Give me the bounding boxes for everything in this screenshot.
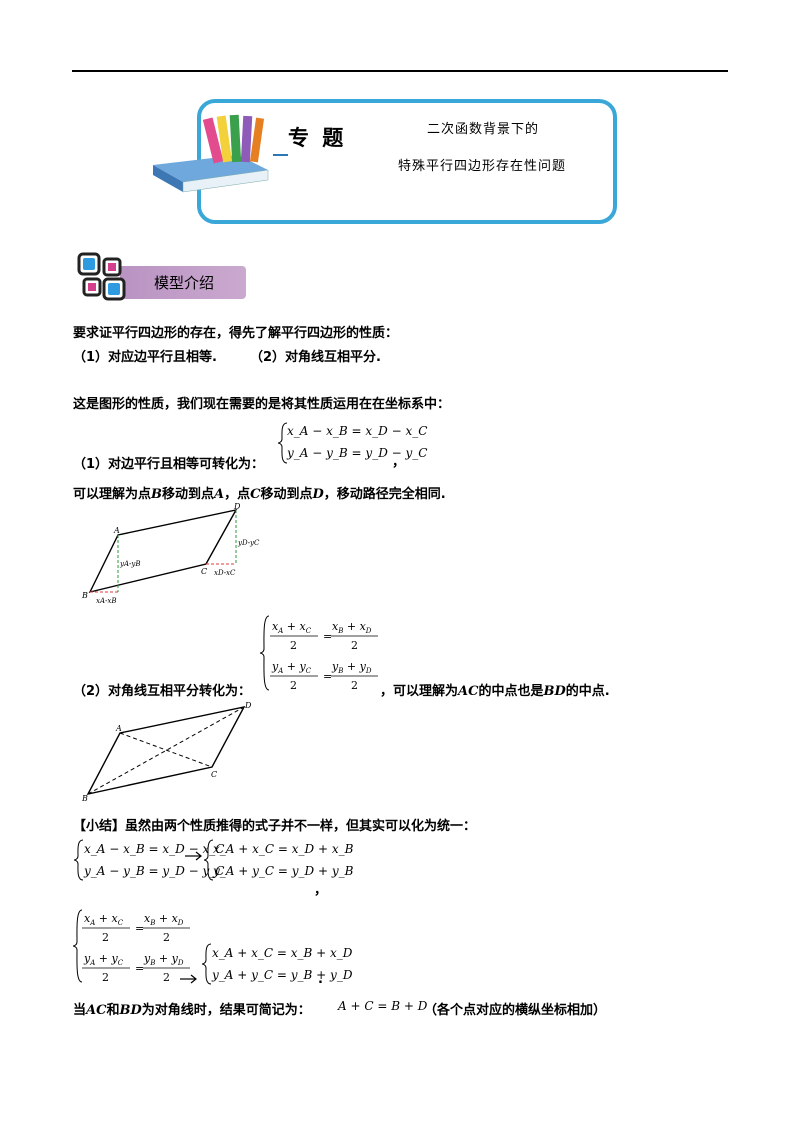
- property-2: （2）对角线互相平分.: [250, 350, 381, 365]
- banner-subtitle-1: 二次函数背景下的: [427, 122, 540, 137]
- svg-text:yB + yD: yB + yD: [143, 952, 184, 967]
- svg-text:2: 2: [351, 679, 358, 692]
- parallelogram-1: [88, 508, 238, 594]
- condition-2-label: （2）对角线互相平分转化为：: [73, 684, 252, 699]
- fig1-label-d: D: [233, 502, 241, 511]
- svg-text:=: =: [323, 630, 332, 643]
- svg-text:2: 2: [290, 639, 297, 652]
- svg-text:2: 2: [163, 931, 170, 944]
- summary-eq-y-sum-2: y_A + y_C = y_B + y_D: [212, 968, 353, 982]
- diagonal-ac: [119, 732, 213, 768]
- brace-3: [73, 839, 84, 881]
- section-tag: [120, 266, 246, 299]
- fig1-label-a: A: [113, 526, 120, 535]
- svg-text:2: 2: [351, 639, 358, 652]
- svg-text:=: =: [135, 962, 144, 975]
- final-note: （各个点对应的横纵坐标相加）: [424, 1003, 607, 1018]
- midpoint-equations: xA + xC 2 = xB + xD 2 yA + yC 2 = yB + y…: [270, 620, 378, 692]
- fig2-label-a: A: [115, 724, 122, 733]
- brace-4: [203, 839, 214, 881]
- move-explanation: 可以理解为点B移动到点A，点C移动到点D，移动路径完全相同.: [73, 487, 446, 502]
- eq-x-diff: x_A − x_B = x_D − x_C: [287, 424, 428, 438]
- fig1-ann-xab: xA-xB: [96, 597, 116, 605]
- final-statement: 当AC和BD为对角线时，结果可简记为：: [73, 1003, 311, 1018]
- books-icon: [153, 114, 288, 193]
- brace-5: [72, 909, 83, 983]
- arrow-icon: [185, 851, 202, 861]
- parallelogram-figure-2: A B C D: [81, 701, 252, 802]
- banner-title: 专 题: [288, 125, 347, 150]
- svg-text:xA + xC: xA + xC: [272, 620, 312, 635]
- brace-6: [201, 943, 212, 985]
- title-banner: [197, 99, 617, 224]
- comma-2: ，: [314, 883, 328, 898]
- parallelogram-figure-1: A B C D yA-yB xA-xB yD-yC xD-xC: [81, 502, 260, 605]
- diagonal-bd: [87, 706, 245, 795]
- svg-text:xB + xD: xB + xD: [144, 912, 184, 927]
- svg-text:=: =: [135, 922, 144, 935]
- section-label: 模型介绍: [154, 274, 215, 292]
- fig2-label-d: D: [244, 701, 252, 710]
- fig2-label-c: C: [211, 770, 217, 779]
- fig1-ann-yab: yA-yB: [119, 560, 140, 568]
- header-rule: [72, 70, 728, 72]
- summary-eq-x-sum-2: x_A + x_C = x_B + x_D: [212, 946, 353, 960]
- fig2-label-b: B: [81, 794, 88, 802]
- comma-1: ，: [392, 455, 406, 470]
- banner-subtitle-2: 特殊平行四边形存在性问题: [398, 159, 567, 174]
- svg-text:yA + yC: yA + yC: [83, 952, 124, 967]
- coordinate-intro: 这是图形的性质，我们现在需要的是将其性质运用在在坐标系中：: [73, 397, 451, 412]
- fig1-label-b: B: [81, 591, 88, 600]
- svg-text:=: =: [323, 670, 332, 683]
- brace-2: [259, 615, 270, 691]
- svg-text:xB + xD: xB + xD: [332, 620, 372, 635]
- svg-text:2: 2: [102, 971, 109, 984]
- eq-y-diff: y_A − y_B = y_D − y_C: [287, 446, 428, 460]
- summary-eq-y-sum-1: y_A + y_C = y_D + y_B: [213, 864, 354, 878]
- arrow-icon-2: [180, 974, 197, 984]
- brace-1: [277, 422, 288, 464]
- period: .: [318, 972, 323, 987]
- condition-1-label: （1）对边平行且相等可转化为：: [73, 457, 265, 472]
- summary-eq-x-sum-1: x_A + x_C = x_D + x_B: [213, 842, 354, 856]
- summary-midpoint-equations: xA + xC 2 = xB + xD 2 yA + yC 2 = yB + y…: [82, 912, 190, 984]
- summary-eq-y-diff: y_A − y_B = y_D − y_C: [84, 864, 225, 878]
- squares-icon: [77, 252, 126, 301]
- summary-eq-x-diff: x_A − x_B = x_D − x_C: [84, 842, 225, 856]
- intro-text: 要求证平行四边形的存在，得先了解平行四边形的性质：: [73, 326, 399, 341]
- svg-text:yA + yC: yA + yC: [271, 660, 312, 675]
- final-formula: A + C = B + D: [338, 999, 428, 1013]
- property-1: （1）对应边平行且相等.: [73, 350, 217, 365]
- summary-text: 【小结】虽然由两个性质推得的式子并不一样，但其实可以化为统一：: [73, 819, 477, 834]
- svg-text:yB + yD: yB + yD: [331, 660, 372, 675]
- fig1-ann-xdc: xD-xC: [214, 569, 236, 577]
- fig1-label-c: C: [201, 567, 207, 576]
- fig1-ann-ydc: yD-yC: [237, 539, 260, 547]
- svg-text:xA + xC: xA + xC: [84, 912, 124, 927]
- svg-text:2: 2: [163, 971, 170, 984]
- svg-text:2: 2: [290, 679, 297, 692]
- svg-text:2: 2: [102, 931, 109, 944]
- midpoint-explanation: ，可以理解为AC的中点也是BD的中点.: [380, 684, 610, 699]
